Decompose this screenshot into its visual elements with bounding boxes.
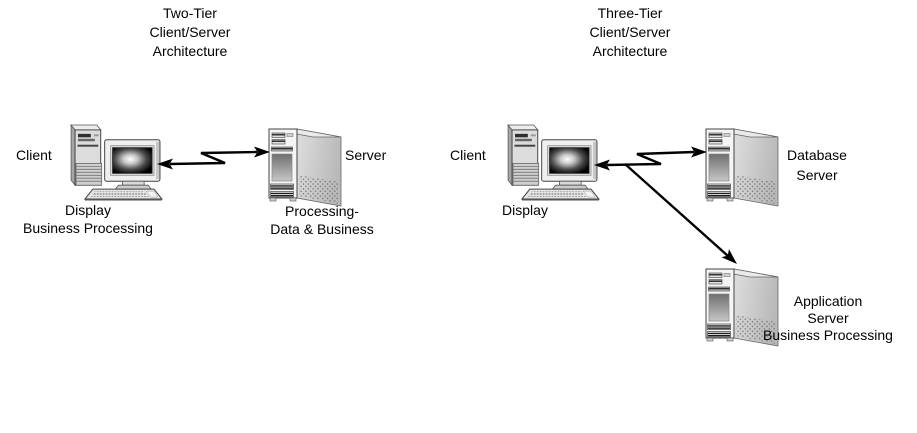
two-tier-server-label: Server [345,147,387,163]
application-server-label-line-3: Business Processing [763,327,893,343]
two-tier-title-line-1: Two-Tier [163,5,217,21]
three-tier-client-caption: Display [445,201,605,219]
three-tier-client-caption-line-1: Display [502,202,548,218]
three-tier-zigzag-double-arrow [594,146,707,171]
two-tier-client-caption-line-2: Business Processing [23,220,153,236]
application-server-label-line-1: Application [793,293,863,309]
application-server-label-line-2: Server [807,310,849,326]
two-tier-server-tower-icon [265,120,345,208]
database-server-label: Database Server [757,145,877,185]
database-server-label-line-2: Server [796,167,838,183]
three-tier-title-line-1: Three-Tier [597,5,663,21]
three-tier-title-line-2: Client/Server [589,24,671,40]
database-server-label-line-1: Database [787,147,847,163]
three-tier-client-label: Client [450,147,486,163]
application-server-label: Application Server Business Processing [746,293,910,344]
two-tier-zigzag-double-arrow [157,146,270,170]
two-tier-title-line-2: Client/Server [149,24,231,40]
two-tier-server-caption-line-2: Data & Business [270,221,374,237]
two-tier-client-label: Client [16,147,52,163]
two-tier-title-line-3: Architecture [152,43,228,59]
two-tier-client-caption: Display Business Processing [8,201,168,237]
three-tier-client-computer-icon [504,122,605,201]
two-tier-client-caption-line-1: Display [65,202,111,218]
two-tier-server-caption-line-1: Processing- [285,203,359,219]
three-tier-title-line-3: Architecture [592,43,668,59]
two-tier-server-caption: Processing- Data & Business [242,202,402,238]
two-tier-title: Two-Tier Client/Server Architecture [100,4,280,61]
two-tier-client-computer-icon [67,122,168,201]
three-tier-title: Three-Tier Client/Server Architecture [540,4,720,61]
